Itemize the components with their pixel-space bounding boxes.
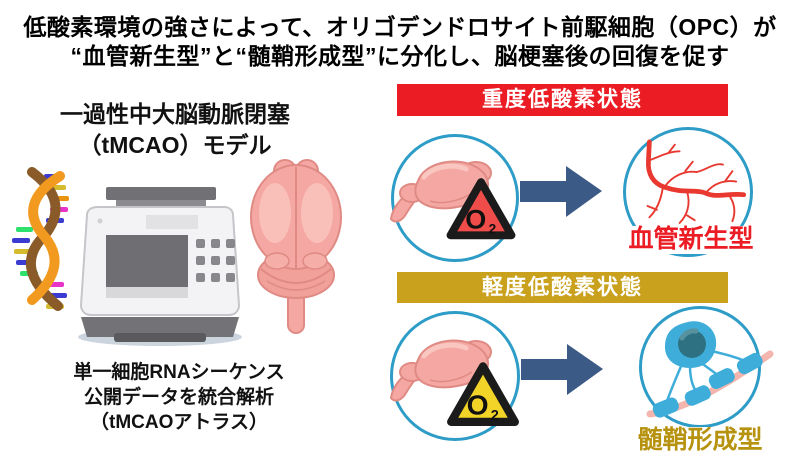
- angiogenic-type-label: 血管新生型: [606, 225, 776, 254]
- myelinating-type-label: 髄鞘形成型: [615, 426, 785, 455]
- o2-subscript: 2: [491, 408, 499, 424]
- arrow-right-icon: [521, 344, 603, 395]
- left-caption-line3: （tMCAOアトラス）: [90, 412, 268, 433]
- left-caption-line2: 公開データを統合解析: [83, 387, 274, 408]
- blood-vessels-icon: [646, 139, 747, 224]
- brain-dorsal-icon: [250, 159, 342, 334]
- o2-subscript: 2: [488, 221, 496, 237]
- left-caption-line1: 単一細胞RNAシーケンス: [73, 362, 285, 383]
- brain-lateral-icon: [389, 160, 492, 223]
- oligodendrocyte-icon: [646, 321, 774, 418]
- brain-lateral-icon: [389, 339, 492, 402]
- o2-warning-triangle-icon: O 2: [447, 362, 519, 426]
- main-title-line2: “血管新生型”と“髄鞘形成型”に分化し、脳梗塞後の回復を促す: [70, 43, 730, 69]
- sequencer-icon: [78, 187, 242, 346]
- main-title-line1: 低酸素環境の強さによって、オリゴデンドロサイト前駆細胞（OPC）が: [23, 14, 777, 40]
- left-heading-line2: （tMCAO）モデル: [78, 132, 272, 158]
- severe-hypoxia-banner: 重度低酸素状態: [397, 84, 728, 116]
- dna-icon: [12, 167, 69, 311]
- o2-label: O: [467, 389, 489, 421]
- mild-hypoxia-banner: 軽度低酸素状態: [397, 272, 728, 303]
- o2-warning-triangle-icon: O 2: [446, 178, 516, 240]
- arrow-right-icon: [520, 166, 602, 217]
- left-heading-line1: 一過性中大脳動脈閉塞: [60, 101, 290, 127]
- o2-label: O: [465, 204, 486, 234]
